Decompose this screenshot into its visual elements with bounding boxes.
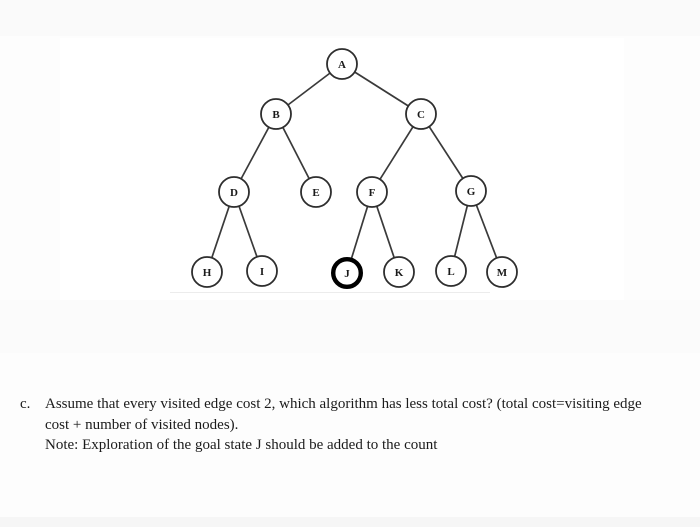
node-label: J	[344, 268, 350, 280]
node-label: I	[260, 266, 264, 278]
node-label: C	[417, 109, 425, 121]
node-circle	[486, 256, 518, 288]
goal-node-circle	[331, 256, 364, 289]
node-label: F	[369, 187, 376, 199]
tree-node-M: M	[486, 256, 518, 288]
tree-node-A: A	[326, 48, 358, 80]
node-circle	[246, 255, 278, 287]
node-label: D	[230, 187, 238, 199]
page-top-margin	[0, 0, 700, 36]
tree-node-L: L	[435, 255, 467, 287]
tree-node-C: C	[405, 98, 437, 130]
tree-node-J-goal: J	[331, 256, 364, 289]
question-line-1: Assume that every visited edge cost 2, w…	[45, 396, 642, 412]
node-label: M	[497, 267, 508, 279]
tree-node-B: B	[260, 98, 292, 130]
node-label: A	[338, 59, 346, 71]
question-marker: c.	[20, 396, 31, 412]
node-circle	[191, 256, 223, 288]
tree-node-F: F	[356, 176, 388, 208]
question-line-3: Note: Exploration of the goal state J sh…	[45, 437, 438, 453]
node-label: B	[272, 109, 280, 121]
node-label: H	[203, 267, 212, 279]
node-label: G	[467, 186, 476, 198]
node-circle	[218, 176, 250, 208]
node-circle	[455, 175, 487, 207]
node-label: E	[312, 187, 319, 199]
node-circle	[356, 176, 388, 208]
page-bottom-edge	[0, 517, 700, 527]
scan-shade-band	[0, 300, 700, 353]
node-circle	[383, 256, 415, 288]
tree-node-H: H	[191, 256, 223, 288]
tree-node-K: K	[383, 256, 415, 288]
tree-node-G: G	[455, 175, 487, 207]
tree-diagram-image: A B C D E F G H I J K L M	[60, 38, 624, 300]
question-line-2: cost + number of visited nodes).	[45, 416, 239, 433]
tree-node-I: I	[246, 255, 278, 287]
node-label: L	[447, 266, 454, 278]
node-circle	[260, 98, 292, 130]
node-label: K	[395, 267, 404, 279]
question-text: Assume that every visited edge cost 2, w…	[45, 394, 642, 456]
node-circle	[300, 176, 332, 208]
node-circle	[326, 48, 358, 80]
scan-artifact-line	[170, 292, 490, 293]
node-circle	[435, 255, 467, 287]
question-c: c. Assume that every visited edge cost 2…	[20, 394, 642, 456]
tree-node-D: D	[218, 176, 250, 208]
search-tree-diagram: A B C D E F G H I J K L M	[191, 48, 518, 289]
node-circle	[405, 98, 437, 130]
tree-node-E: E	[300, 176, 332, 208]
